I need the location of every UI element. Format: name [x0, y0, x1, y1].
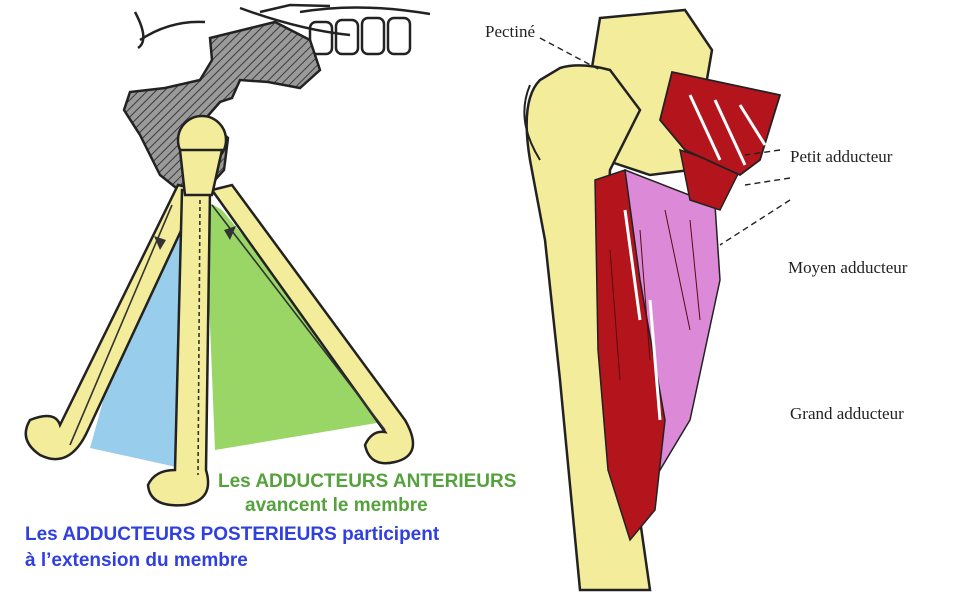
pelvis-hatched	[124, 22, 320, 195]
label-grand-adducteur: Grand adducteur	[790, 404, 904, 424]
caption-posterieurs-line2: à l’extension du membre	[25, 549, 248, 572]
anterior-adductor-area	[205, 200, 395, 450]
label-moyen-adducteur: Moyen adducteur	[788, 258, 907, 278]
caption-anterieurs-line2: avancent le membre	[245, 494, 428, 517]
right-anatomy	[524, 10, 790, 590]
caption-posterieurs-line1: Les ADDUCTEURS POSTERIEURS participent	[25, 523, 439, 546]
label-petit-adducteur: Petit adducteur	[790, 147, 892, 167]
caption-anterieurs-line1: Les ADDUCTEURS ANTERIEURS	[218, 470, 516, 493]
left-schematic	[26, 5, 430, 505]
label-pectine: Pectiné	[485, 22, 535, 42]
